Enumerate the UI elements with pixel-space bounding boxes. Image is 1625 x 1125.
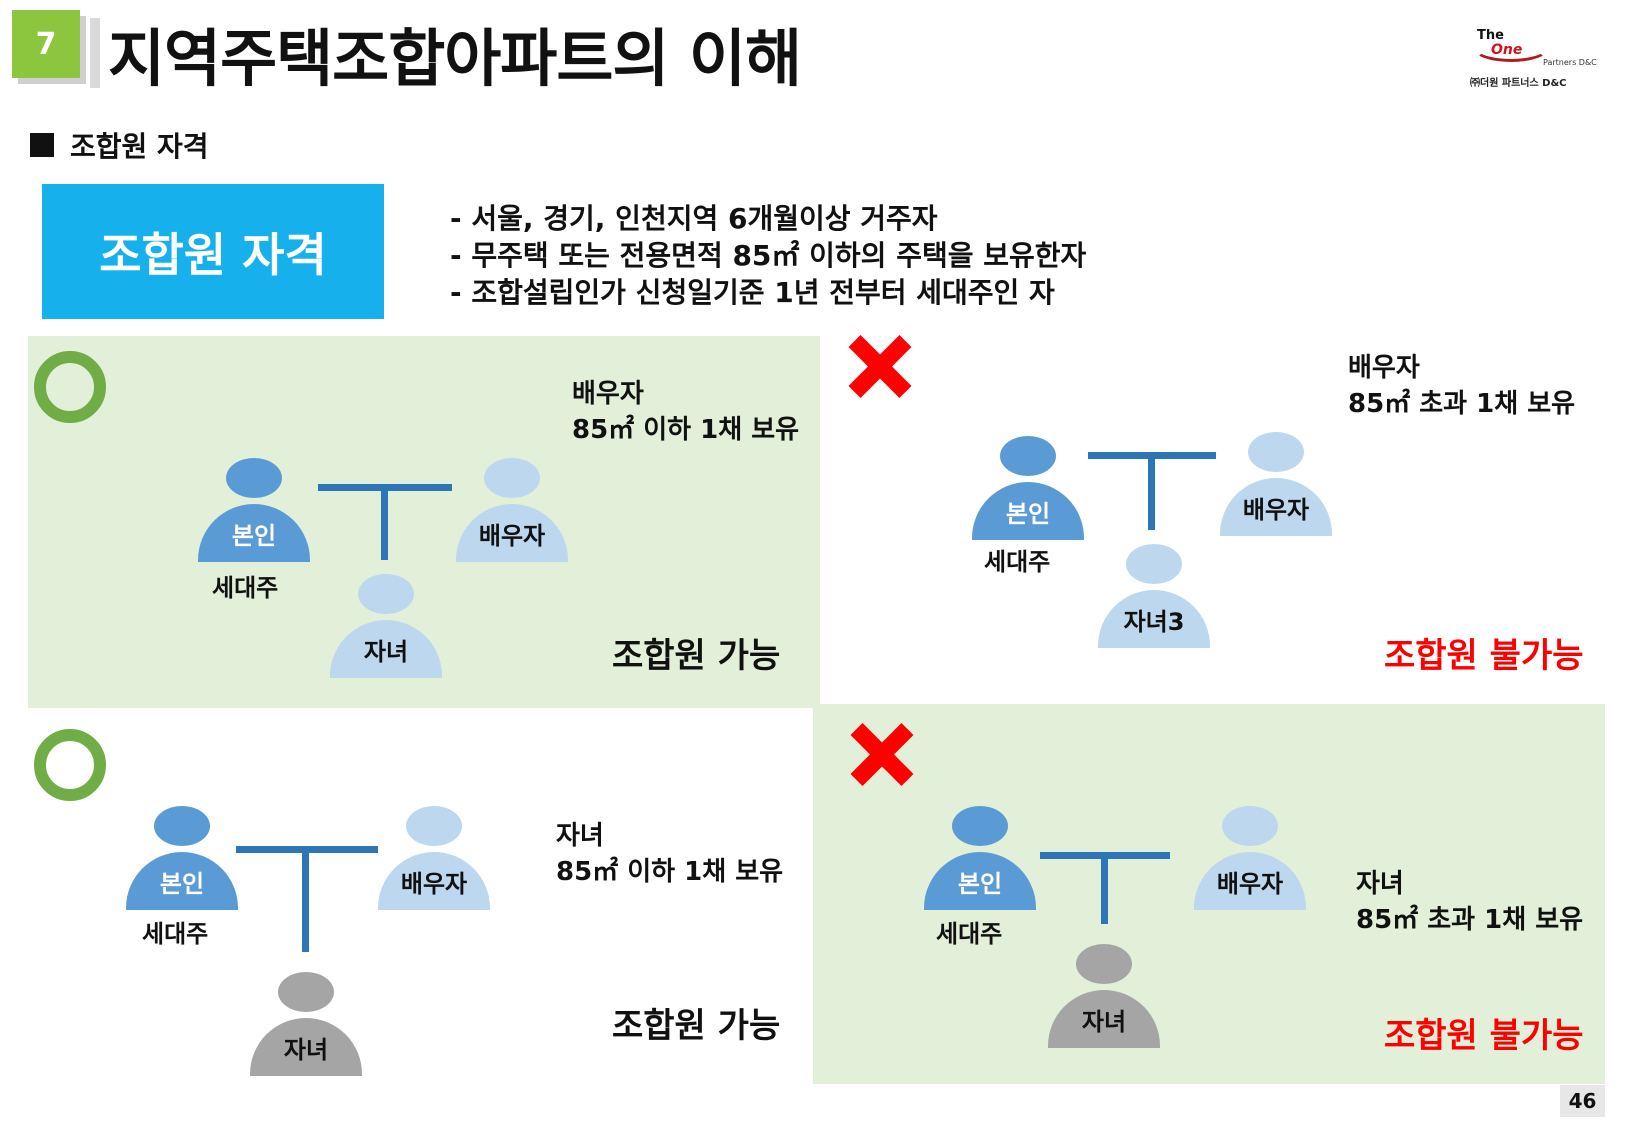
person-head-icon <box>1000 436 1056 476</box>
person-self: 본인 <box>198 458 310 574</box>
slide-number-badge: 7 <box>12 10 80 78</box>
person-head-icon <box>1126 544 1182 584</box>
person-head-icon <box>358 574 414 614</box>
person-self: 본인 <box>972 436 1084 552</box>
note-line: 배우자 <box>1348 353 1420 383</box>
note-line: 85㎡ 이하 1채 보유 <box>572 415 800 445</box>
person-spouse: 배우자 <box>456 458 568 574</box>
person-head-icon <box>278 972 334 1012</box>
person-label: 자녀 <box>330 620 442 678</box>
logo-text-partners: Partners D&C <box>1543 58 1597 67</box>
connector-line <box>1148 452 1155 530</box>
qualification-box: 조합원 자격 <box>42 184 384 319</box>
page-number: 46 <box>1560 1085 1605 1117</box>
x-mark-icon <box>842 328 918 404</box>
note-line: 배우자 <box>572 379 644 409</box>
person-head-icon <box>226 458 282 498</box>
note-line: 85㎡ 이하 1채 보유 <box>556 857 784 887</box>
person-label: 배우자 <box>1194 852 1306 910</box>
person-label: 자녀 <box>250 1018 362 1076</box>
person-spouse: 배우자 <box>1194 806 1306 922</box>
person-head-icon <box>406 806 462 846</box>
head-of-household-label: 세대주 <box>984 548 1051 576</box>
person-head-icon <box>952 806 1008 846</box>
qualification-list: - 서울, 경기, 인천지역 6개월이상 거주자 - 무주택 또는 전용면적 8… <box>450 200 1086 311</box>
head-of-household-label: 세대주 <box>936 920 1003 948</box>
case-note: 자녀 85㎡ 이하 1채 보유 <box>556 818 783 890</box>
person-child: 자녀 <box>330 574 442 690</box>
logo-text-korean: ㈜더원 파트너스 D&C <box>1470 78 1567 89</box>
person-self: 본인 <box>126 806 238 922</box>
person-head-icon <box>1248 432 1304 472</box>
note-line: 85㎡ 초과 1채 보유 <box>1356 905 1584 935</box>
person-label: 본인 <box>924 852 1036 910</box>
person-head-icon <box>1076 944 1132 984</box>
connector-line <box>302 846 309 952</box>
section-heading: 조합원 자격 <box>30 125 209 165</box>
connector-line <box>381 484 388 560</box>
person-self: 본인 <box>924 806 1036 922</box>
company-logo: The One Partners D&C ㈜더원 파트너스 D&C <box>1465 22 1615 94</box>
note-line: 자녀 <box>556 821 604 851</box>
person-label: 자녀 <box>1048 990 1160 1048</box>
title-accent-bar <box>90 18 100 88</box>
head-of-household-label: 세대주 <box>212 574 279 602</box>
section-title: 조합원 자격 <box>70 130 209 163</box>
qualification-item: - 조합설립인가 신청일기준 1년 전부터 세대주인 자 <box>450 276 1055 309</box>
result-text: 조합원 불가능 <box>1384 636 1584 676</box>
person-head-icon <box>484 458 540 498</box>
qualification-item: - 무주택 또는 전용면적 85㎡ 이하의 주택을 보유한자 <box>450 239 1087 272</box>
logo-text-the: The <box>1477 28 1504 43</box>
o-mark-icon <box>34 729 106 801</box>
person-spouse: 배우자 <box>378 806 490 922</box>
person-label: 본인 <box>126 852 238 910</box>
person-label: 자녀3 <box>1098 590 1210 648</box>
person-child: 자녀 <box>250 972 362 1088</box>
result-text: 조합원 불가능 <box>1384 1016 1584 1056</box>
connector-line <box>1101 852 1108 924</box>
o-mark-icon <box>34 351 106 423</box>
person-head-icon <box>1222 806 1278 846</box>
person-child: 자녀 <box>1048 944 1160 1060</box>
result-text: 조합원 가능 <box>612 636 781 676</box>
person-label: 배우자 <box>456 504 568 562</box>
case-note: 배우자 85㎡ 초과 1채 보유 <box>1348 350 1575 422</box>
person-label: 배우자 <box>1220 478 1332 536</box>
logo-text-one: One <box>1491 42 1523 58</box>
logo-swoosh-icon <box>1473 34 1549 62</box>
person-label: 본인 <box>198 504 310 562</box>
page-title: 지역주택조합아파트의 이해 <box>108 22 802 95</box>
case-note: 배우자 85㎡ 이하 1채 보유 <box>572 376 799 448</box>
person-head-icon <box>154 806 210 846</box>
x-mark-icon <box>844 716 920 792</box>
person-child: 자녀3 <box>1098 544 1210 660</box>
head-of-household-label: 세대주 <box>142 920 209 948</box>
result-text: 조합원 가능 <box>612 1006 781 1046</box>
person-spouse: 배우자 <box>1220 432 1332 548</box>
person-label: 본인 <box>972 482 1084 540</box>
note-line: 자녀 <box>1356 869 1404 899</box>
person-label: 배우자 <box>378 852 490 910</box>
note-line: 85㎡ 초과 1채 보유 <box>1348 389 1576 419</box>
case-note: 자녀 85㎡ 초과 1채 보유 <box>1356 866 1583 938</box>
qualification-item: - 서울, 경기, 인천지역 6개월이상 거주자 <box>450 202 938 235</box>
square-bullet-icon <box>30 133 54 157</box>
